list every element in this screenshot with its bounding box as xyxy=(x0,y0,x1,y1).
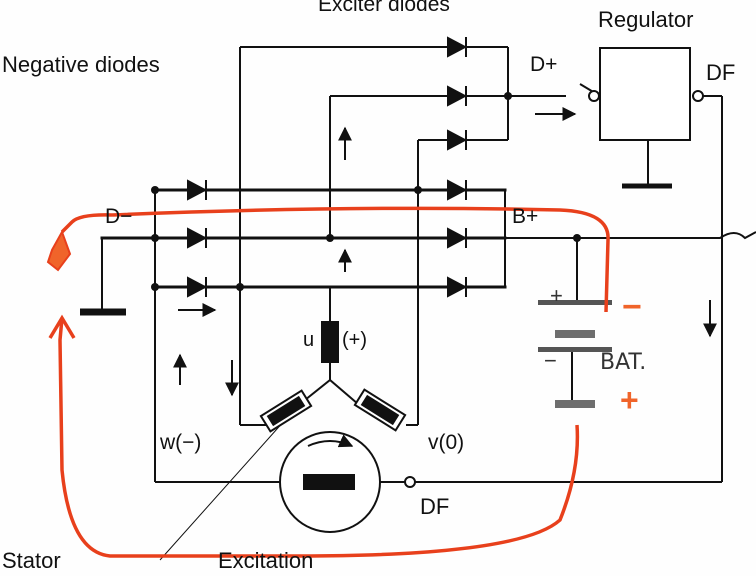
winding-v-icon xyxy=(353,388,407,432)
negative-diode-3-icon xyxy=(187,276,208,298)
negative-diode-1-icon xyxy=(187,179,208,201)
positive-diode-2-icon xyxy=(447,227,468,249)
v-phase-label: v(0) xyxy=(428,431,465,454)
df-bottom-label: DF xyxy=(420,494,450,519)
diode-symbols xyxy=(187,36,468,298)
red-plus-mark: + xyxy=(620,382,639,418)
negative-diode-2-icon xyxy=(187,227,208,249)
d-plus-label: D+ xyxy=(530,53,558,76)
df-regulator-label: DF xyxy=(706,60,736,85)
exciter-diode-2-icon xyxy=(447,85,468,107)
battery-plus-sign: + xyxy=(550,283,563,308)
regulator-label: Regulator xyxy=(598,7,694,32)
exciter-diodes-label: Exciter diodes xyxy=(318,0,450,16)
d-plus-terminal xyxy=(588,90,600,102)
d-minus-label: D− xyxy=(105,205,133,228)
red-arrowhead-icon xyxy=(46,229,72,272)
red-up-arrow-icon xyxy=(48,314,76,339)
battery-minus-sign: − xyxy=(544,348,557,373)
w-phase-label: w(−) xyxy=(160,431,202,454)
excitation-rotor-icon xyxy=(279,431,381,533)
winding-w-icon xyxy=(259,389,313,433)
df-terminal-bottom xyxy=(404,476,416,488)
wiring xyxy=(101,46,756,561)
main-bus-bars xyxy=(100,188,507,289)
red-current-path xyxy=(58,206,610,558)
excitation-label: Excitation xyxy=(218,548,314,573)
positive-diode-3-icon xyxy=(447,276,468,298)
regulator-box xyxy=(599,47,691,141)
battery-label: BAT. xyxy=(600,350,647,375)
exciter-diode-1-icon xyxy=(447,36,468,58)
u-phase-label: u xyxy=(303,329,315,351)
current-arrows xyxy=(173,107,717,397)
u-sign-label: (+) xyxy=(342,329,367,351)
red-minus-mark: − xyxy=(622,288,642,326)
stator-label: Stator xyxy=(2,548,61,573)
winding-u-icon xyxy=(321,321,339,363)
df-terminal-regulator xyxy=(692,90,704,102)
stator-windings xyxy=(259,321,407,433)
battery-icon xyxy=(538,300,612,408)
negative-diodes-label: Negative diodes xyxy=(2,52,160,77)
b-plus-label: B+ xyxy=(512,205,539,228)
junction-dots xyxy=(151,92,581,291)
exciter-diode-3-icon xyxy=(447,129,468,151)
positive-diode-1-icon xyxy=(447,179,468,201)
terminals xyxy=(404,90,704,488)
